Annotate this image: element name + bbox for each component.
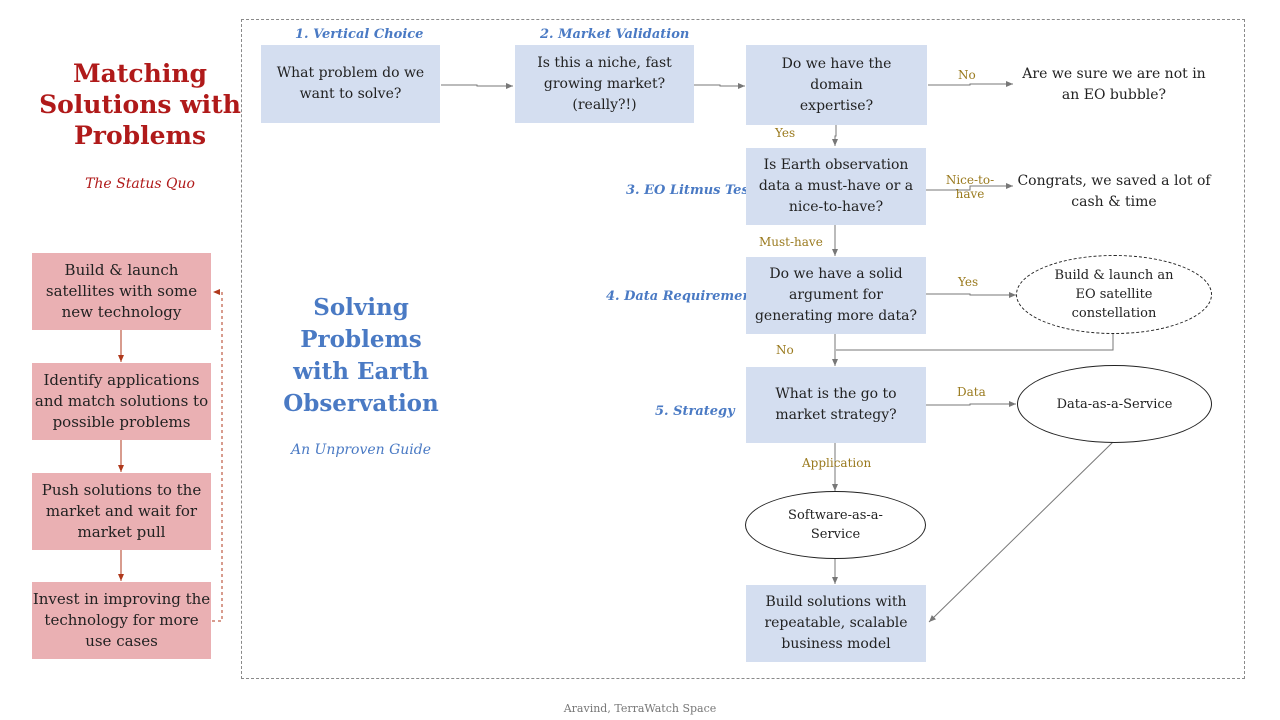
edge-label-yes-data: Yes [958, 275, 979, 289]
status-quo-step-4: Invest in improving the technology for m… [32, 582, 211, 659]
oval-constellation: Build & launch an EO satellite constella… [1016, 255, 1212, 334]
outcome-congrats: Congrats, we saved a lot of cash & time [1017, 173, 1211, 210]
left-title: Matching Solutions with Problems [39, 59, 241, 150]
step-label-market-validation: 2. Market Validation [540, 27, 690, 42]
box-problem: What problem do we want to solve? [261, 45, 440, 123]
outcome-eo-bubble: Are we sure we are not in an EO bubble? [1022, 66, 1206, 103]
connector-problem-niche [441, 83, 513, 89]
guide-subtitle: An Unproven Guide [290, 442, 432, 458]
guide-frame [241, 19, 1245, 679]
box-expertise: Do we have the domain expertise? [746, 45, 927, 125]
step-label-data-requirement: 4. Data Requirement [606, 289, 758, 304]
connector-quo-loop [212, 289, 223, 622]
footer-credit: Aravind, TerraWatch Space [563, 702, 717, 715]
box-niche: Is this a niche, fast growing market? (r… [515, 45, 694, 123]
step-label-strategy: 5. Strategy [655, 404, 735, 419]
edge-label-no-data: No [776, 343, 794, 357]
connector-strategy-daas [926, 401, 1016, 407]
box-go-to-market: What is the go to market strategy? [746, 367, 926, 443]
box-build-solutions: Build solutions with repeatable, scalabl… [746, 585, 926, 662]
connector-niche-expertise [694, 83, 745, 89]
guide-title: Solving Problems with Earth Observation [283, 294, 439, 417]
edge-label-data: Data [957, 385, 986, 399]
left-subtitle: The Status Quo [85, 176, 195, 192]
step-label-vertical-choice: 1. Vertical Choice [295, 27, 424, 42]
edge-label-yes-expertise: Yes [775, 126, 796, 140]
connector-expertise-eo [832, 125, 838, 146]
status-quo-step-2: Identify applications and match solution… [32, 363, 211, 440]
oval-saas: Software-as-a-Service [745, 491, 926, 559]
oval-daas: Data-as-a-Service [1017, 365, 1212, 443]
edge-label-no-expertise: No [958, 68, 976, 82]
connector-constellation-return [836, 334, 1114, 351]
edge-label-nice-to-have: Nice-to-have [945, 173, 995, 201]
status-quo-step-1: Build & launch satellites with some new … [32, 253, 211, 330]
box-solid-argument: Do we have a solid argument for generati… [746, 257, 926, 334]
connector-eo-congrats [926, 183, 1013, 191]
connector-daas-build [928, 441, 1114, 623]
edge-label-application: Application [802, 456, 872, 470]
box-eo-data: Is Earth observation data a must-have or… [746, 148, 926, 225]
connector-expertise-bubble [928, 81, 1013, 87]
edge-label-must-have: Must-have [759, 235, 823, 249]
status-quo-step-3: Push solutions to the market and wait fo… [32, 473, 211, 550]
step-label-eo-litmus: 3. EO Litmus Test [626, 183, 755, 198]
connector-solid-constellation [926, 292, 1016, 298]
